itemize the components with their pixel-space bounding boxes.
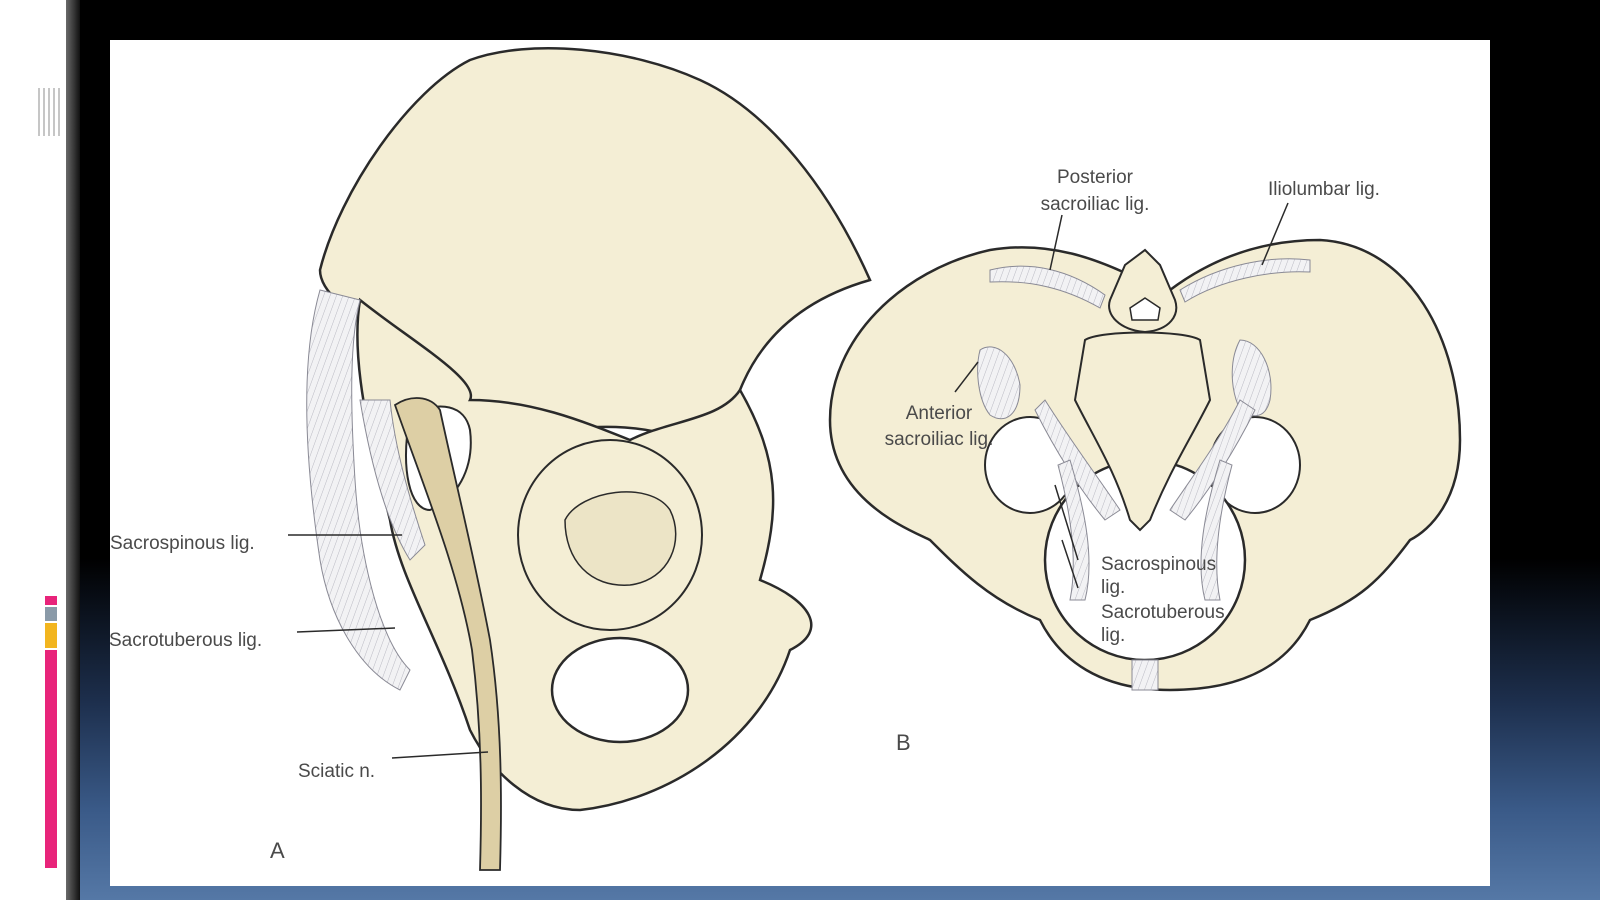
label-iliolumbar: Iliolumbar lig. (1268, 179, 1380, 200)
anterior-sacroiliac-ligament-left (977, 346, 1021, 420)
acetabular-fossa (564, 491, 677, 586)
sacrotuberous-ligament-a (306, 289, 411, 691)
label-sacrotuberous-a: Sacrotuberous lig. (109, 630, 263, 651)
accent-pink-top (45, 596, 57, 605)
leader-sciatic (391, 751, 489, 759)
pelvis-illustration (288, 46, 1462, 871)
label-anterior-sacroiliac-1: Anterior (905, 403, 973, 424)
slide-left-edge (66, 0, 80, 900)
label-posterior-sacroiliac-2: sacroiliac lig. (1040, 194, 1150, 215)
leader-posterior-sacroiliac (1049, 214, 1063, 271)
label-sacrospinous-a: Sacrospinous lig. (110, 533, 255, 554)
accent-pink-bar (45, 650, 57, 868)
sciatic-nerve (393, 397, 502, 871)
sacrospinous-ligament-left-b (1034, 399, 1121, 521)
leader-sacrotuberous-b (1061, 539, 1079, 589)
vertical-bars-ornament (38, 88, 62, 136)
label-sciatic-nerve: Sciatic n. (298, 761, 376, 782)
pubic-symphysis-ligament (1131, 659, 1159, 691)
label-sacrospinous-b-1: Sacrospinous (1101, 554, 1217, 575)
leader-anterior-sacroiliac (954, 361, 979, 393)
panel-a-letter: A (270, 838, 285, 863)
accent-gray (45, 607, 57, 621)
left-decoration-strip (0, 0, 66, 900)
accent-yellow (45, 623, 57, 648)
posterior-sacroiliac-ligament-b (989, 265, 1106, 309)
panel-b-letter: B (896, 730, 911, 755)
vertebral-foramen (1129, 297, 1161, 321)
leader-sacrotuberous-a (296, 627, 396, 633)
sacrotuberous-ligament-left-b (1057, 459, 1090, 601)
leader-iliolumbar (1261, 202, 1289, 266)
sacrospinous-ligament-right-b (1169, 399, 1256, 521)
label-sacrospinous-b-2: lig. (1101, 577, 1126, 598)
sacrotuberous-ligament-right-b (1200, 459, 1233, 601)
leader-sacrospinous-b (1054, 484, 1079, 561)
panel-a-hip-bone (318, 46, 872, 812)
iliolumbar-ligament-b (1179, 258, 1311, 303)
sacrospinous-ligament-a (359, 399, 426, 561)
sacrum (1073, 331, 1212, 532)
anterior-sacroiliac-ligament-right (1231, 339, 1272, 417)
label-posterior-sacroiliac-1: Posterior (1056, 167, 1134, 188)
label-sacrotuberous-b-1: Sacrotuberous (1101, 602, 1225, 623)
obturator-foramen (550, 636, 690, 744)
label-anterior-sacroiliac-2: sacroiliac lig. (884, 429, 994, 450)
label-sacrotuberous-b-2: lig. (1101, 625, 1126, 646)
